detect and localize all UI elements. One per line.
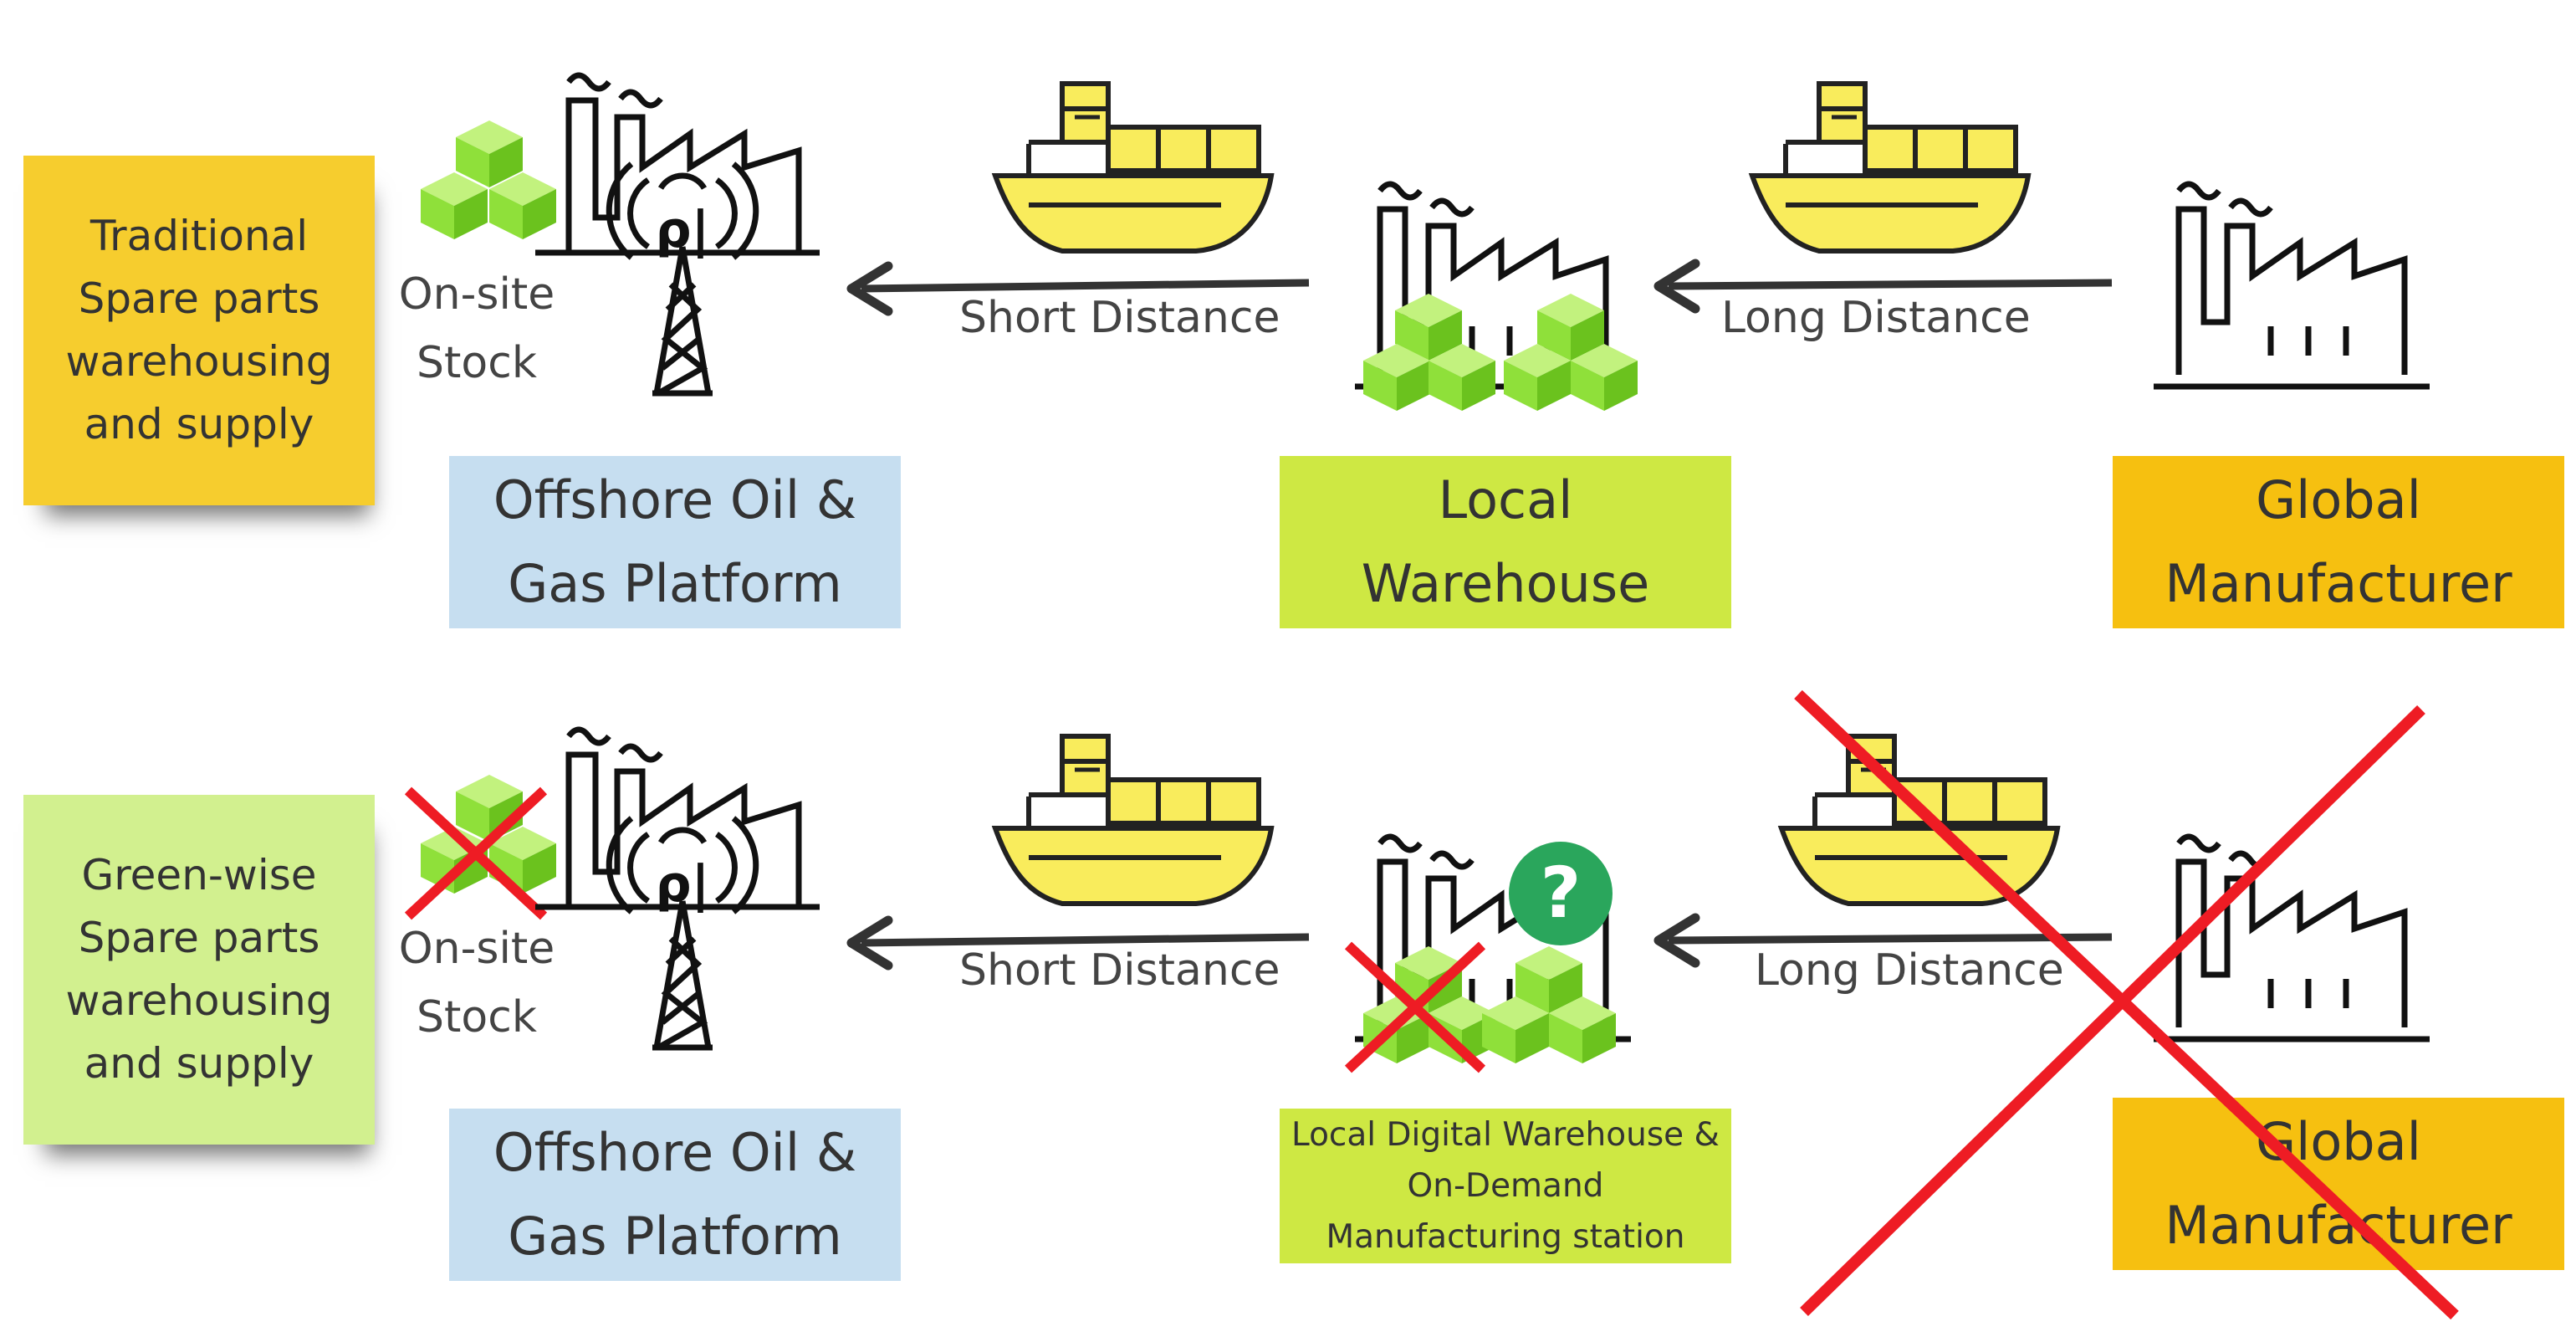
cargo-ship-icon bbox=[995, 84, 1271, 251]
cube-stack-icon bbox=[421, 120, 556, 239]
cross-out-icon bbox=[1344, 941, 1486, 1073]
cargo-ship-icon bbox=[995, 736, 1271, 904]
svg-text:?: ? bbox=[1541, 852, 1582, 934]
arrow-short-distance-green bbox=[846, 915, 1310, 971]
green-note-text: Green-wise Spare parts warehousing and s… bbox=[65, 851, 333, 1088]
cross-out-icon bbox=[404, 786, 548, 920]
traditional-note-text: Traditional Spare parts warehousing and … bbox=[65, 212, 333, 448]
long-distance-label-green: Long Distance bbox=[1755, 945, 2064, 996]
oil-platform-icon bbox=[535, 75, 820, 393]
cube-stack-icon bbox=[1363, 294, 1638, 411]
on-site-stock-label-green: On-site Stock bbox=[398, 924, 555, 1042]
platform-box-traditional: Offshore Oil & Gas Platform bbox=[449, 456, 901, 628]
arrow-long-distance-green bbox=[1653, 913, 2113, 968]
cube-icon bbox=[421, 172, 488, 239]
arrow-long-distance-traditional bbox=[1653, 259, 2113, 314]
green-note: Green-wise Spare parts warehousing and s… bbox=[23, 795, 375, 1145]
long-distance-label-traditional: Long Distance bbox=[1721, 293, 2031, 343]
cargo-ship-icon bbox=[1781, 736, 2057, 904]
arrow-short-distance-traditional bbox=[846, 261, 1310, 316]
cargo-ship-icon bbox=[1752, 84, 2028, 251]
question-icon: ? bbox=[1509, 842, 1613, 945]
global-manufacturer-box-traditional: Global Manufacturer bbox=[2113, 456, 2564, 628]
short-distance-label-traditional: Short Distance bbox=[959, 293, 1280, 343]
cube-stack-icon bbox=[1363, 946, 1616, 1063]
digital-warehouse-box: Local Digital Warehouse & On-Demand Manu… bbox=[1280, 1109, 1731, 1263]
factory-icon bbox=[2154, 184, 2430, 387]
oil-platform-icon bbox=[535, 730, 820, 1047]
global-manufacturer-box-green: Global Manufacturer bbox=[2113, 1098, 2564, 1270]
local-warehouse-box: Local Warehouse bbox=[1280, 456, 1731, 628]
cross-out-icon bbox=[1794, 689, 2459, 1320]
on-site-stock-label-traditional: On-site Stock bbox=[398, 269, 555, 388]
platform-box-green: Offshore Oil & Gas Platform bbox=[449, 1109, 901, 1281]
traditional-note: Traditional Spare parts warehousing and … bbox=[23, 156, 375, 505]
short-distance-label-green: Short Distance bbox=[959, 945, 1280, 996]
